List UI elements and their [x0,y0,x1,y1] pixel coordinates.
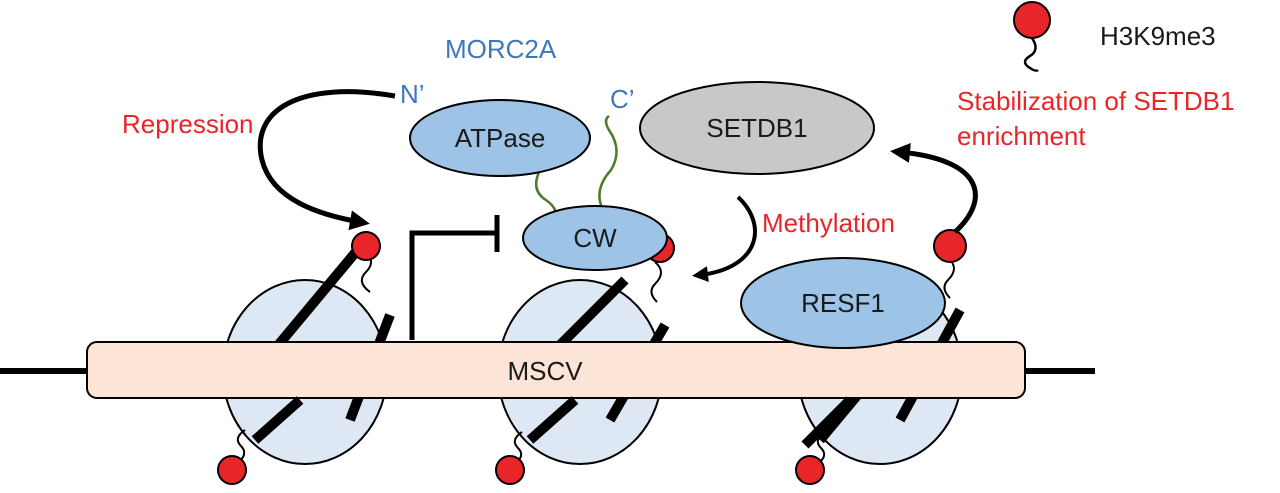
repression-arrow [257,89,396,231]
h3k9me3-mark-bottom-3 [795,431,826,485]
nucleosome-1-lower-stripe [251,396,304,444]
mscv-label: MSCV [507,356,583,386]
legend-tail-icon [1023,37,1039,72]
c-term-label: C’ [610,84,635,114]
stabilization-label-line2: enrichment [957,121,1086,151]
promoter-inhibition-symbol [409,230,497,340]
repression-label: Repression [122,109,254,139]
stabilization-label-line1: Stabilization of SETDB1 [957,86,1234,116]
h3k9me3-mark-resf1 [933,229,967,299]
nucleosome-2-lower-stripe [526,396,579,444]
resf1-protein [740,257,946,349]
methylation-label: Methylation [762,208,895,238]
atpase-domain [409,99,591,177]
legend-label: H3K9me3 [1100,21,1216,51]
h3k9me3-mark-top-1 [351,231,381,293]
methylation-arrow [692,195,757,283]
setdb1-label: SETDB1 [706,113,807,143]
mscv-bar [86,341,1026,399]
legend: H3K9me3 [1013,1,1216,72]
linker-cw-cterm [598,114,618,211]
cw-domain [522,205,668,271]
n-term-label: N’ [400,79,425,109]
resf1-label: RESF1 [801,288,885,318]
morc2a-label: MORC2A [445,34,557,64]
h3k9me3-mark-bottom-2 [495,431,525,485]
cw-label: CW [573,223,617,253]
legend-mark-icon [1013,1,1051,39]
h3k9me3-mark-bottom-1 [217,429,247,485]
setdb1-protein [639,81,875,175]
stabilization-arrow [890,142,978,234]
atpase-label: ATPase [455,123,546,153]
nucleosome-3-lower-stripe [801,396,854,449]
